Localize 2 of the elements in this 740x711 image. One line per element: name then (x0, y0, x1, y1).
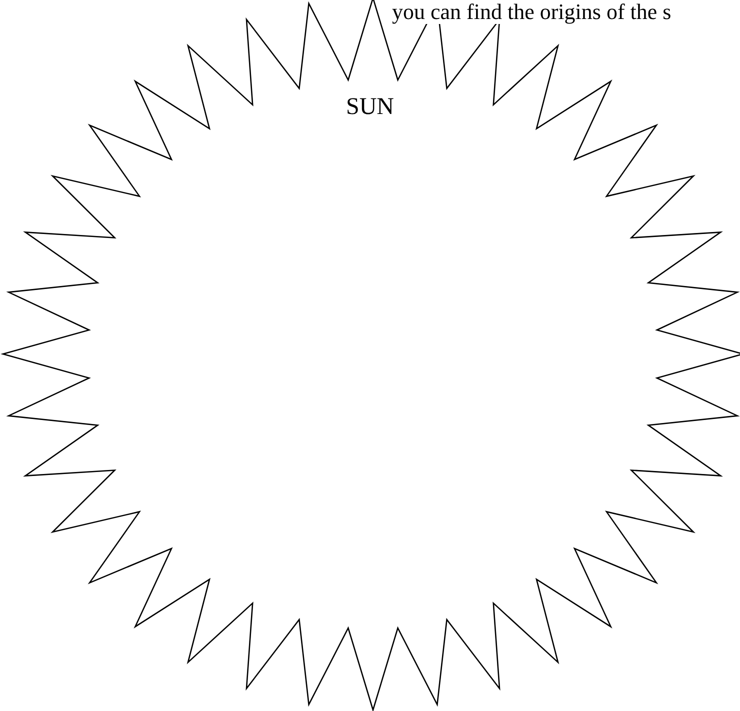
node-label: SUN (346, 94, 394, 121)
note-text: you can find the origins of the s (392, 0, 672, 24)
